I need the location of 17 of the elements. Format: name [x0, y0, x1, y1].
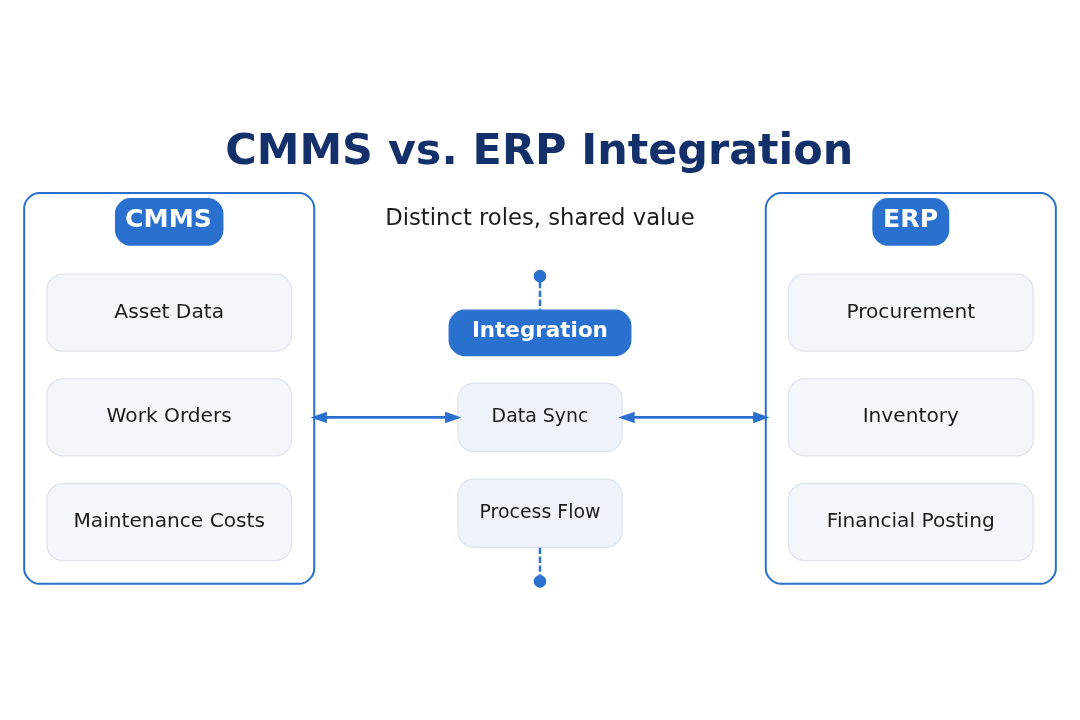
node-box: Procurement: [787, 273, 1034, 352]
diagram-title: CMMS vs. ERP Integration: [225, 124, 854, 175]
node-circle: [533, 269, 547, 283]
connector: [538, 547, 542, 576]
node-box: Process Flow: [457, 478, 623, 548]
node-box: Financial Posting: [787, 482, 1034, 562]
label: Distinct roles, shared value: [385, 203, 695, 230]
node-box: Work Orders: [46, 378, 293, 457]
node-box: Integration: [448, 309, 632, 357]
arrow: [618, 411, 770, 424]
node-box: Maintenance Costs: [46, 482, 293, 562]
node-box: Asset Data: [46, 273, 293, 352]
node-box: Inventory: [787, 378, 1034, 457]
connector: [538, 281, 542, 310]
node-circle: [533, 575, 547, 588]
node-box: Data Sync: [457, 382, 623, 453]
arrow: [310, 411, 462, 424]
